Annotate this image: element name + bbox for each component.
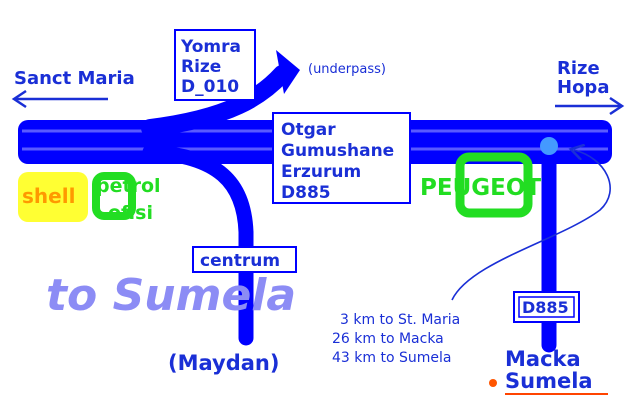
sign-otgar-line-4: D885 — [281, 183, 331, 203]
ofisi-label: ofisi — [108, 202, 153, 224]
sign-otgar-line-2: Gumushane — [281, 141, 394, 161]
shell-sign — [18, 172, 88, 222]
to-sumela-label: to Sumela — [46, 270, 296, 321]
route-curve-arrow — [451, 150, 611, 301]
distance-st-maria: 3 km to St. Maria — [340, 312, 460, 328]
sanct-maria-label: Sanct Maria — [14, 68, 135, 89]
maydan-label: (Maydan) — [168, 351, 279, 375]
rize-label: Rize — [557, 58, 600, 79]
shell-label: shell — [22, 184, 75, 208]
underpass-label: (underpass) — [308, 62, 386, 77]
sign-otgar-line-3: Erzurum — [281, 162, 361, 182]
sign-yomra: Yomra Rize D_010 — [174, 29, 256, 101]
underpass-arrowhead — [276, 50, 300, 94]
sumela-location-dot — [489, 379, 497, 387]
distance-macka: 26 km to Macka — [332, 331, 444, 347]
underpass-ramp — [141, 65, 291, 137]
sign-yomra-box — [174, 29, 256, 101]
sign-yomra-line-2: Rize — [181, 57, 221, 77]
peugeot-label: PEUGEOT — [420, 175, 541, 201]
petrol-label: petrol — [96, 175, 161, 197]
sign-centrum-box — [192, 246, 297, 273]
sign-otgar-box — [272, 112, 411, 204]
macka-label: Macka — [505, 347, 581, 371]
sign-centrum: centrum — [192, 246, 297, 273]
sign-d885-label: D885 — [522, 298, 569, 317]
rize-hopa-arrow-icon — [609, 96, 625, 116]
sign-yomra-line-3: D_010 — [181, 77, 239, 97]
sign-d885: D885 — [513, 291, 580, 323]
distance-sumela: 43 km to Sumela — [332, 350, 451, 366]
petrol-ofisi-station — [92, 172, 136, 220]
peugeot-dealer — [455, 152, 533, 218]
sign-d885-inner-box — [518, 296, 575, 318]
centrum-road — [142, 144, 254, 346]
sanct-maria-arrow-icon — [11, 89, 27, 109]
sign-yomra-line-1: Yomra — [180, 37, 241, 57]
hopa-label: Hopa — [557, 77, 609, 98]
sign-otgar: Otgar Gumushane Erzurum D885 — [272, 112, 411, 204]
sign-centrum-label: centrum — [200, 251, 280, 271]
sumela-label: Sumela — [505, 369, 593, 393]
sign-otgar-line-1: Otgar — [281, 120, 336, 140]
junction-dot — [540, 137, 558, 155]
